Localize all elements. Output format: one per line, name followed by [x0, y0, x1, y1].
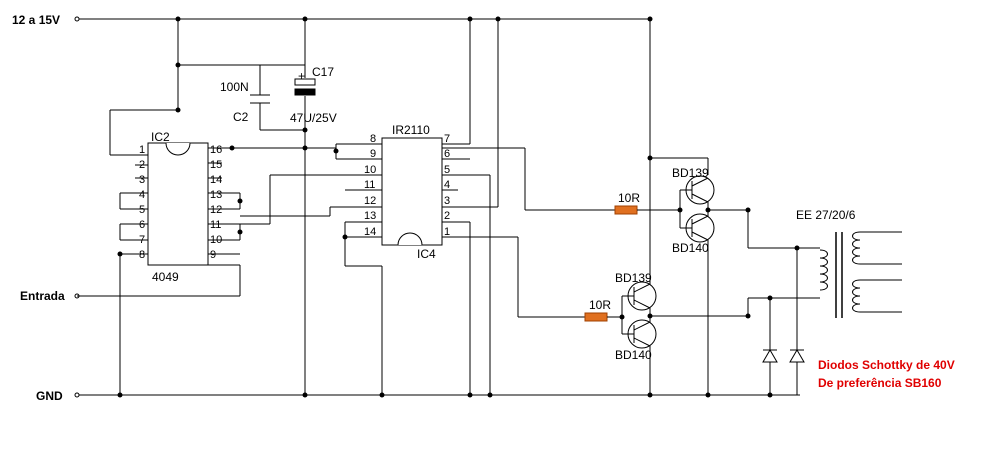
c17-polarity: + [298, 69, 305, 83]
ic4-part: IR2110 [392, 123, 430, 137]
ic4-pin: 13 [364, 210, 376, 222]
ic4-left-pins: 8 9 10 11 12 13 14 [364, 133, 376, 238]
q1-label: BD139 [672, 166, 709, 180]
ic4-pin: 6 [444, 148, 450, 160]
ic4-pin: 9 [370, 148, 376, 160]
diode-note-line2: De preferência SB160 [818, 376, 942, 390]
ic2-ref: IC2 [151, 130, 170, 144]
ic2-pin: 10 [210, 234, 222, 246]
r-bottom-label: 10R [589, 298, 611, 312]
ic2-pin: 13 [210, 189, 222, 201]
ic2-pin: 14 [210, 174, 222, 186]
ic2-pin: 6 [139, 219, 145, 231]
transformer-primary-coil [819, 231, 902, 318]
diode-note-line1: Diodos Schottky de 40V [818, 358, 955, 372]
ic2-part: 4049 [152, 270, 179, 284]
ic2-right-pins: 16 15 14 13 12 11 10 9 [210, 144, 222, 261]
c17-capacitor [294, 78, 316, 96]
transformer-label: EE 27/20/6 [796, 208, 856, 222]
ic2-pin: 9 [210, 249, 216, 261]
ic4-pin: 14 [364, 226, 376, 238]
ic2-pin: 2 [139, 159, 145, 171]
ic2-left-pins: 1 2 3 4 5 6 7 8 [139, 144, 145, 261]
ic4-pin: 5 [444, 164, 450, 176]
ic2-pin: 1 [139, 144, 145, 156]
ic2-pin: 15 [210, 159, 222, 171]
ic4-pin: 2 [444, 210, 450, 222]
c17-value: 47U/25V [290, 111, 337, 125]
vcc-label: 12 a 15V [12, 13, 60, 27]
ic2-body [147, 142, 209, 266]
ic4-pin: 11 [364, 179, 375, 191]
ic4-pin: 12 [364, 195, 376, 207]
ic4-pin: 10 [364, 164, 376, 176]
q2-label: BD140 [672, 241, 709, 255]
ic2-pin: 4 [139, 189, 145, 201]
q3-label: BD139 [615, 271, 652, 285]
r-bottom-resistor [584, 312, 608, 322]
ic2-wiring [77, 147, 363, 395]
ic2-pin: 16 [210, 144, 222, 156]
ic4-pin: 4 [444, 179, 450, 191]
ic2-pin: 11 [210, 219, 221, 231]
c2-ref: C2 [233, 110, 249, 124]
ic4-right-pins: 7 6 5 4 3 2 1 [444, 133, 450, 238]
schottky-diode-left [762, 349, 778, 363]
input-label: Entrada [20, 289, 65, 303]
ic4-pin: 1 [444, 226, 450, 238]
ic4-pin: 8 [370, 133, 376, 145]
r-top-resistor [614, 205, 638, 215]
gnd-rail [74, 392, 800, 398]
vcc-rail [74, 16, 650, 22]
ic4-ref: IC4 [417, 247, 436, 261]
ic4-wiring [335, 19, 651, 395]
ic4-body [381, 137, 443, 246]
q4-label: BD140 [615, 348, 652, 362]
c17-ref: C17 [312, 65, 334, 79]
ic2-pin: 12 [210, 204, 222, 216]
schottky-diode-right [789, 349, 805, 363]
c2-value: 100N [220, 80, 249, 94]
ic2-pin: 5 [139, 204, 145, 216]
gnd-label: GND [36, 389, 63, 403]
ic4-pin: 3 [444, 195, 450, 207]
ic2-pin: 3 [139, 174, 145, 186]
ic2-pin: 7 [139, 234, 145, 246]
junction-dots [117, 16, 800, 398]
lower-totem-pole [621, 158, 748, 395]
ic2-pin: 8 [139, 249, 145, 261]
upper-totem-pole [650, 157, 748, 395]
r-top-label: 10R [618, 191, 640, 205]
output-wiring [747, 210, 820, 395]
ic4-pin: 7 [444, 133, 450, 145]
ic2-pin-lines [120, 147, 240, 255]
